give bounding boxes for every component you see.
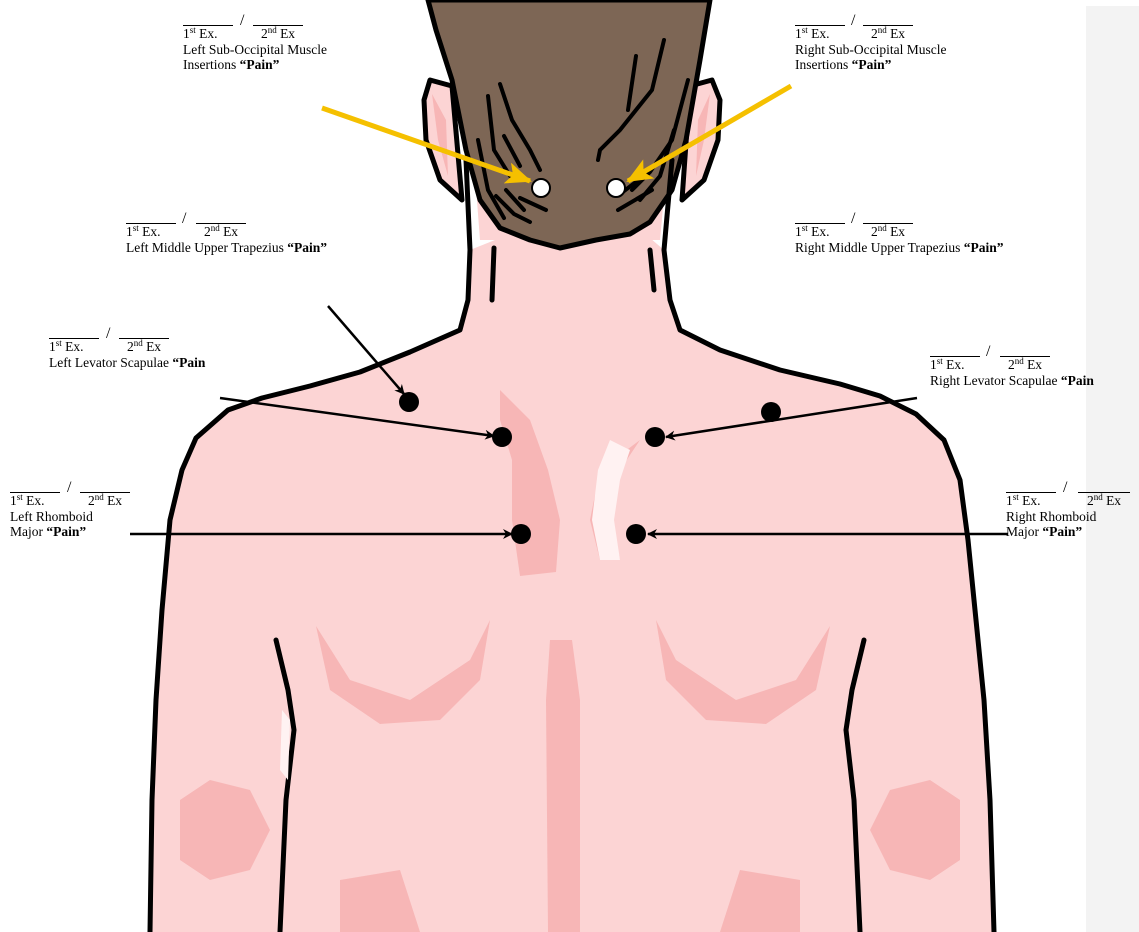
- label-right-middle-upper-trapezius: 1st Ex. / 2nd Ex Right Middle Upper Trap…: [795, 210, 1004, 255]
- second-exam-blank[interactable]: 2nd Ex: [253, 25, 303, 41]
- label-right-suboccipital: 1st Ex. / 2nd Ex Right Sub-Occipital Mus…: [795, 12, 946, 72]
- label-left-rhomboid-major: 1st Ex. / 2nd Ex Left Rhomboid Major “Pa…: [10, 479, 93, 539]
- second-exam-blank[interactable]: 2nd Ex: [80, 492, 130, 508]
- open-pain-point-icon: [532, 179, 550, 197]
- pain-point-icon: [761, 402, 781, 422]
- pain-point-icon: [626, 524, 646, 544]
- label-left-middle-upper-trapezius: 1st Ex. / 2nd Ex Left Middle Upper Trape…: [126, 210, 327, 255]
- pain-point-icon: [399, 392, 419, 412]
- pain-point-icon: [645, 427, 665, 447]
- second-exam-blank[interactable]: 2nd Ex: [196, 223, 246, 239]
- label-right-rhomboid-major: 1st Ex. / 2nd Ex Right Rhomboid Major “P…: [1006, 479, 1096, 539]
- label-left-levator-scapulae: 1st Ex. / 2nd Ex Left Levator Scapulae “…: [49, 325, 205, 370]
- open-pain-point-icon: [607, 179, 625, 197]
- first-exam-blank[interactable]: 1st Ex.: [795, 25, 845, 41]
- second-exam-blank[interactable]: 2nd Ex: [1078, 492, 1130, 508]
- second-exam-blank[interactable]: 2nd Ex: [119, 338, 169, 354]
- first-exam-blank[interactable]: 1st Ex.: [10, 492, 60, 508]
- first-exam-blank[interactable]: 1st Ex.: [1006, 492, 1056, 508]
- second-exam-blank[interactable]: 2nd Ex: [863, 25, 913, 41]
- first-exam-blank[interactable]: 1st Ex.: [795, 223, 845, 239]
- pain-point-icon: [511, 524, 531, 544]
- first-exam-blank[interactable]: 1st Ex.: [183, 25, 233, 41]
- second-exam-blank[interactable]: 2nd Ex: [863, 223, 913, 239]
- first-exam-blank[interactable]: 1st Ex.: [930, 356, 980, 372]
- margin-panel: [1086, 6, 1139, 932]
- first-exam-blank[interactable]: 1st Ex.: [126, 223, 176, 239]
- second-exam-blank[interactable]: 2nd Ex: [1000, 356, 1050, 372]
- pain-point-icon: [492, 427, 512, 447]
- label-left-suboccipital: 1st Ex. / 2nd Ex Left Sub-Occipital Musc…: [183, 12, 327, 72]
- first-exam-blank[interactable]: 1st Ex.: [49, 338, 99, 354]
- label-right-levator-scapulae: 1st Ex. / 2nd Ex Right Levator Scapulae …: [930, 343, 1094, 388]
